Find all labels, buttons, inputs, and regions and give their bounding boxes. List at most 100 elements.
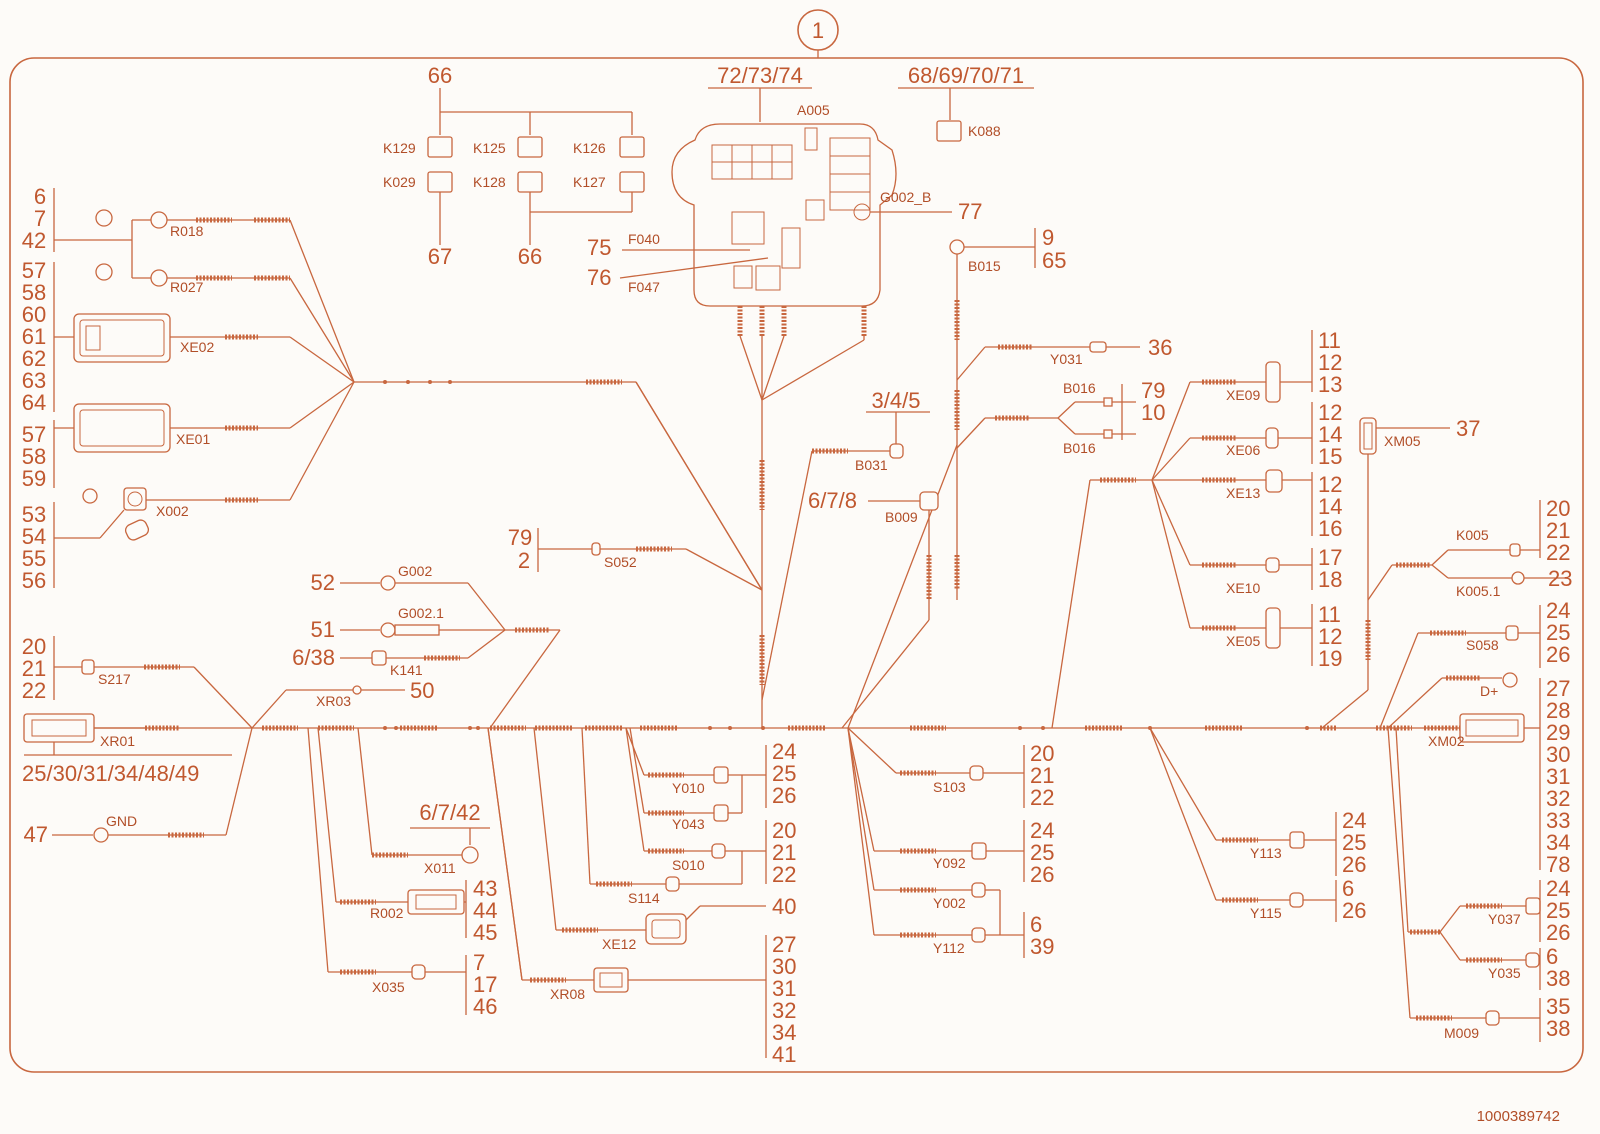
switch-k141[interactable]: 6/38 K141 bbox=[292, 629, 506, 678]
connector-xm05[interactable]: XM05 37 bbox=[1321, 416, 1480, 729]
connector-xe10[interactable]: XE10 17 18 bbox=[1190, 545, 1342, 596]
sensor-b016[interactable]: B016 B016 79 10 bbox=[956, 378, 1165, 456]
switch-s052[interactable]: 79 2 S052 bbox=[508, 525, 686, 573]
relay-group: 66 K129 K125 K126 K029 K128 K127 bbox=[383, 63, 645, 269]
svg-text:XR03: XR03 bbox=[316, 693, 351, 709]
svg-text:K088: K088 bbox=[968, 123, 1001, 139]
svg-text:32: 32 bbox=[772, 998, 796, 1023]
sensor-b015[interactable]: 9 65 B015 bbox=[847, 225, 1066, 729]
relay-k129[interactable]: K129 bbox=[383, 136, 453, 158]
switch-s058[interactable]: S058 24 25 26 bbox=[1379, 598, 1570, 729]
relay-k125[interactable]: K125 bbox=[473, 136, 543, 158]
svg-text:6/7/42: 6/7/42 bbox=[419, 800, 480, 825]
motor-m009[interactable]: M009 35 38 bbox=[1410, 994, 1570, 1042]
svg-text:24: 24 bbox=[1342, 808, 1366, 833]
relay-k0051[interactable]: K005.1 23 bbox=[1448, 566, 1572, 599]
svg-text:7: 7 bbox=[34, 206, 46, 231]
svg-text:Y002: Y002 bbox=[933, 895, 966, 911]
switch-s010[interactable]: S010 bbox=[644, 843, 766, 873]
connector-xr03[interactable]: XR03 50 bbox=[251, 678, 434, 729]
svg-text:R027: R027 bbox=[170, 279, 204, 295]
svg-text:58: 58 bbox=[22, 280, 46, 305]
relay-k005[interactable]: K005 20 21 22 bbox=[1367, 496, 1570, 601]
svg-text:31: 31 bbox=[772, 976, 796, 1001]
connector-x011[interactable]: 6/7/42 X011 bbox=[372, 800, 490, 876]
sensor-b009[interactable]: 6/7/8 B009 bbox=[808, 488, 939, 729]
svg-text:F047: F047 bbox=[628, 279, 660, 295]
svg-text:6/7/8: 6/7/8 bbox=[808, 488, 857, 513]
svg-text:32: 32 bbox=[1546, 786, 1570, 811]
connector-x002[interactable]: 53 54 55 56 X002 bbox=[22, 381, 355, 593]
svg-text:72/73/74: 72/73/74 bbox=[717, 63, 803, 88]
svg-text:21: 21 bbox=[1030, 763, 1054, 788]
connector-xm02[interactable]: XM02 27 28 29 30 31 32 33 34 78 bbox=[1424, 676, 1570, 877]
valve-y092[interactable]: Y092 24 25 26 bbox=[874, 818, 1054, 887]
sensor-r002[interactable]: R002 43 44 45 bbox=[336, 876, 497, 945]
switch-s114[interactable]: S114 bbox=[590, 851, 743, 906]
sensor-b031[interactable]: 3/4/5 B031 bbox=[761, 388, 930, 701]
svg-text:37: 37 bbox=[1456, 416, 1480, 441]
relay-k126[interactable]: K126 bbox=[573, 136, 645, 158]
connector-x035[interactable]: X035 7 17 46 bbox=[328, 950, 497, 1019]
svg-text:78: 78 bbox=[1546, 852, 1570, 877]
ecu-xe01[interactable]: 57 58 59 XE01 bbox=[22, 381, 355, 491]
valve-y037[interactable]: Y037 24 25 26 bbox=[1460, 876, 1570, 945]
svg-text:S114: S114 bbox=[628, 890, 660, 906]
valve-y043[interactable]: Y043 bbox=[644, 775, 743, 832]
svg-text:26: 26 bbox=[772, 783, 796, 808]
relay-k029[interactable]: K029 bbox=[383, 171, 453, 193]
valve-y115[interactable]: Y115 6 26 bbox=[1216, 876, 1366, 923]
svg-text:21: 21 bbox=[22, 656, 46, 681]
valve-y035[interactable]: Y035 6 38 bbox=[1460, 944, 1570, 991]
svg-text:17: 17 bbox=[473, 972, 497, 997]
alternator-dplus[interactable]: D+ bbox=[1387, 672, 1518, 729]
ground-g002[interactable]: 52 G002 bbox=[311, 563, 506, 631]
switch-s217[interactable]: 20 21 22 S217 bbox=[22, 634, 253, 729]
fuse-box[interactable]: 72/73/74 A005 G002_B 77 F040 75 76 F047 bbox=[587, 63, 982, 401]
svg-text:3/4/5: 3/4/5 bbox=[872, 388, 921, 413]
svg-text:R002: R002 bbox=[370, 905, 404, 921]
ecu-xe02[interactable]: 57 58 60 61 62 63 64 XE02 bbox=[22, 258, 355, 415]
svg-text:16: 16 bbox=[1318, 516, 1342, 541]
svg-text:35: 35 bbox=[1546, 994, 1570, 1019]
svg-text:12: 12 bbox=[1318, 624, 1342, 649]
connector-xe13[interactable]: XE13 12 14 16 bbox=[1190, 469, 1342, 541]
svg-text:79: 79 bbox=[1141, 378, 1165, 403]
connector-xe05[interactable]: XE05 11 12 19 bbox=[1190, 602, 1342, 671]
connector-xr08[interactable]: XR08 27 30 31 32 34 41 bbox=[522, 932, 796, 1067]
svg-text:28: 28 bbox=[1546, 698, 1570, 723]
svg-text:2: 2 bbox=[518, 548, 530, 573]
svg-text:K127: K127 bbox=[573, 174, 606, 190]
connector-xe06[interactable]: XE06 12 14 15 bbox=[1190, 400, 1342, 469]
relay-k088[interactable]: 68/69/70/71 K088 bbox=[898, 63, 1034, 142]
svg-text:77: 77 bbox=[958, 199, 982, 224]
svg-text:D+: D+ bbox=[1480, 683, 1498, 699]
svg-text:XE01: XE01 bbox=[176, 431, 210, 447]
svg-text:XE10: XE10 bbox=[1226, 580, 1260, 596]
sensor-y031[interactable]: Y031 36 bbox=[956, 335, 1172, 381]
relay-k127[interactable]: K127 bbox=[573, 171, 645, 193]
connector-xr01[interactable]: XR01 25/30/31/34/48/49 bbox=[22, 713, 232, 786]
connector-xe09[interactable]: XE09 11 12 13 bbox=[1190, 328, 1342, 403]
svg-text:44: 44 bbox=[473, 898, 497, 923]
ground-g0021[interactable]: 51 G002.1 bbox=[311, 605, 505, 642]
svg-text:Y113: Y113 bbox=[1250, 845, 1282, 861]
relay-k128[interactable]: K128 bbox=[473, 171, 543, 193]
ground-gnd[interactable]: 47 GND bbox=[24, 727, 253, 847]
switch-s103[interactable]: S103 20 21 22 bbox=[896, 741, 1054, 810]
svg-text:66: 66 bbox=[518, 244, 542, 269]
svg-text:41: 41 bbox=[772, 1042, 796, 1067]
valve-y010[interactable]: Y010 bbox=[644, 766, 766, 796]
valve-y112[interactable]: Y112 6 39 bbox=[874, 912, 1054, 959]
svg-text:55: 55 bbox=[22, 546, 46, 571]
connector-xe12[interactable]: XE12 40 bbox=[556, 894, 796, 952]
svg-text:24: 24 bbox=[1546, 876, 1570, 901]
svg-text:66: 66 bbox=[428, 63, 452, 88]
svg-text:11: 11 bbox=[1318, 328, 1341, 353]
valve-y113[interactable]: Y113 24 25 26 bbox=[1216, 808, 1366, 877]
sensors-r018-r027[interactable]: 6 7 42 R018 R027 bbox=[22, 184, 355, 383]
svg-text:S052: S052 bbox=[604, 554, 637, 570]
svg-text:25: 25 bbox=[1546, 620, 1570, 645]
valve-y002[interactable]: Y002 bbox=[874, 882, 1001, 935]
